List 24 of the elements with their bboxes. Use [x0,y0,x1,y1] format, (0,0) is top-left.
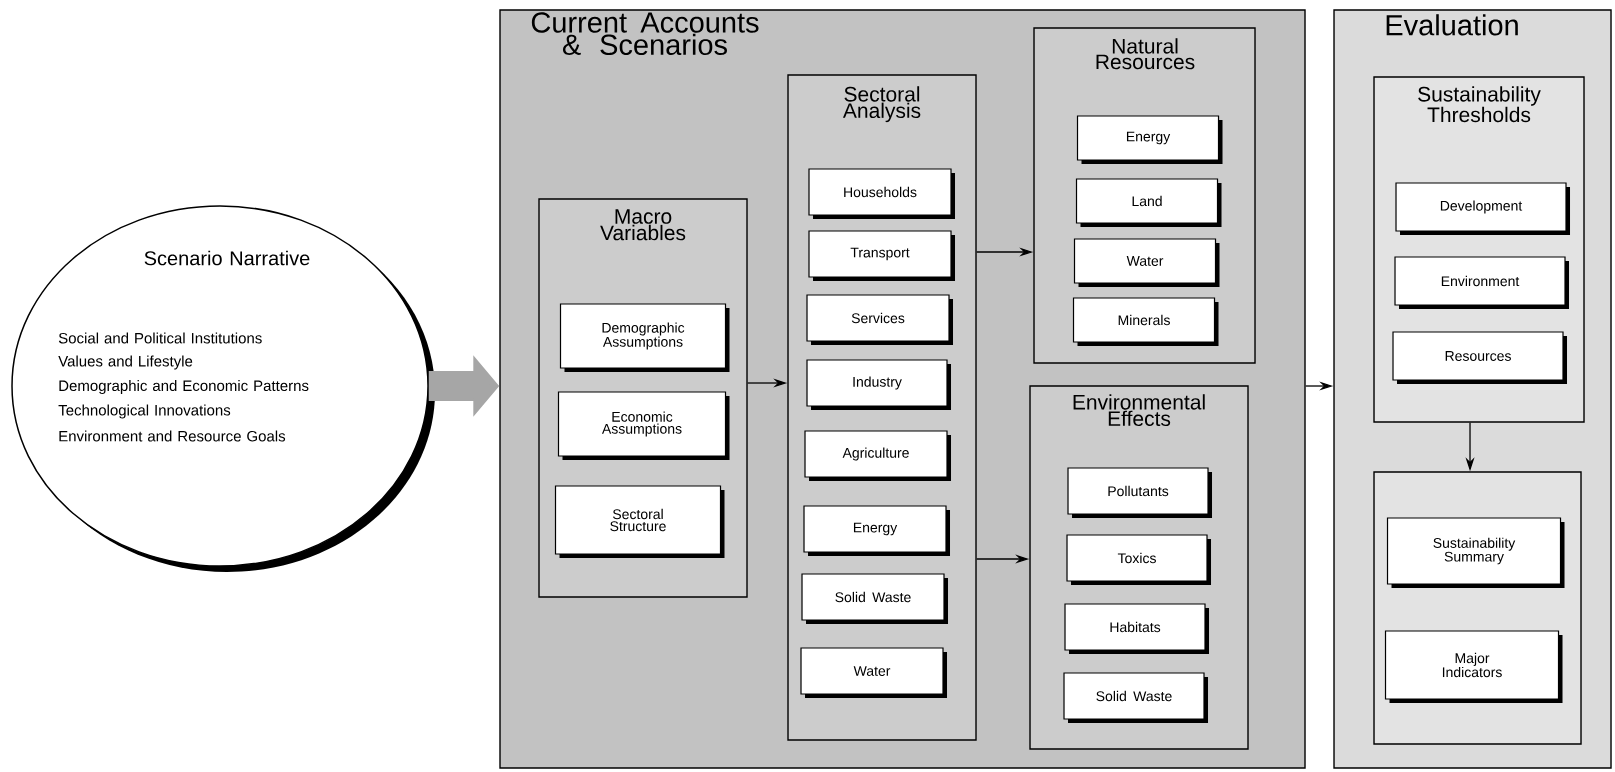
item-box: Development [1395,182,1570,235]
item-box: Minerals [1072,297,1219,346]
item-box: Energy [1076,115,1223,164]
item-box: Energy [803,505,950,556]
item-box: Solid Waste [1063,672,1208,723]
item-box: Demographic Assumptions [559,303,730,372]
item-box: Industry [806,359,951,410]
item-box: Services [806,294,953,345]
item-box: Agriculture [804,430,951,481]
item-box: Environment [1394,256,1569,309]
item-box: Major Indicators [1384,630,1563,703]
item-box: Sustainability Summary [1386,517,1565,588]
item-box: Economic Assumptions [557,391,730,460]
item-box: Water [1073,238,1220,287]
item-box: Resources [1392,331,1567,384]
item-box: Sectoral Structure [554,485,725,558]
item-box: Land [1075,178,1222,227]
item-box: Habitats [1064,603,1209,654]
item-box: Water [800,647,947,698]
item-box: Transport [808,230,955,281]
item-box: Solid Waste [801,573,948,624]
item-box: Households [808,168,955,219]
item-box: Pollutants [1067,467,1212,518]
item-box: Toxics [1066,534,1211,585]
